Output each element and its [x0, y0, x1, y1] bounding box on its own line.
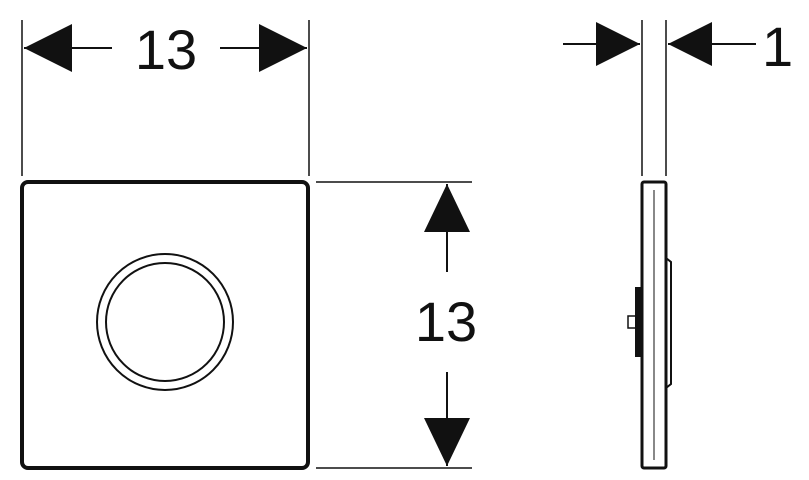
side-mounting-tab — [635, 287, 642, 357]
front-width-dimension: 13 — [21, 18, 310, 176]
side-view — [627, 180, 672, 470]
front-view — [20, 180, 310, 470]
flush-button-outer-ring — [96, 253, 234, 391]
side-depth-label: 1 — [762, 15, 793, 78]
side-mounting-clip — [627, 315, 638, 329]
front-width-label: 13 — [135, 18, 197, 81]
front-plate-outline — [20, 180, 310, 470]
depth-arrowhead-left — [596, 22, 640, 66]
front-height-dimension: 13 — [316, 181, 477, 469]
width-arrowhead-right — [259, 24, 307, 72]
side-back-bracket — [665, 257, 672, 389]
depth-arrowhead-right — [668, 22, 712, 66]
side-depth-dimension: 1 — [563, 15, 793, 176]
flush-button-inner-ring — [105, 262, 225, 382]
height-arrowhead-top — [424, 184, 470, 232]
height-arrowhead-bottom — [424, 418, 470, 466]
front-height-label: 13 — [415, 290, 477, 353]
width-arrowhead-left — [24, 24, 72, 72]
